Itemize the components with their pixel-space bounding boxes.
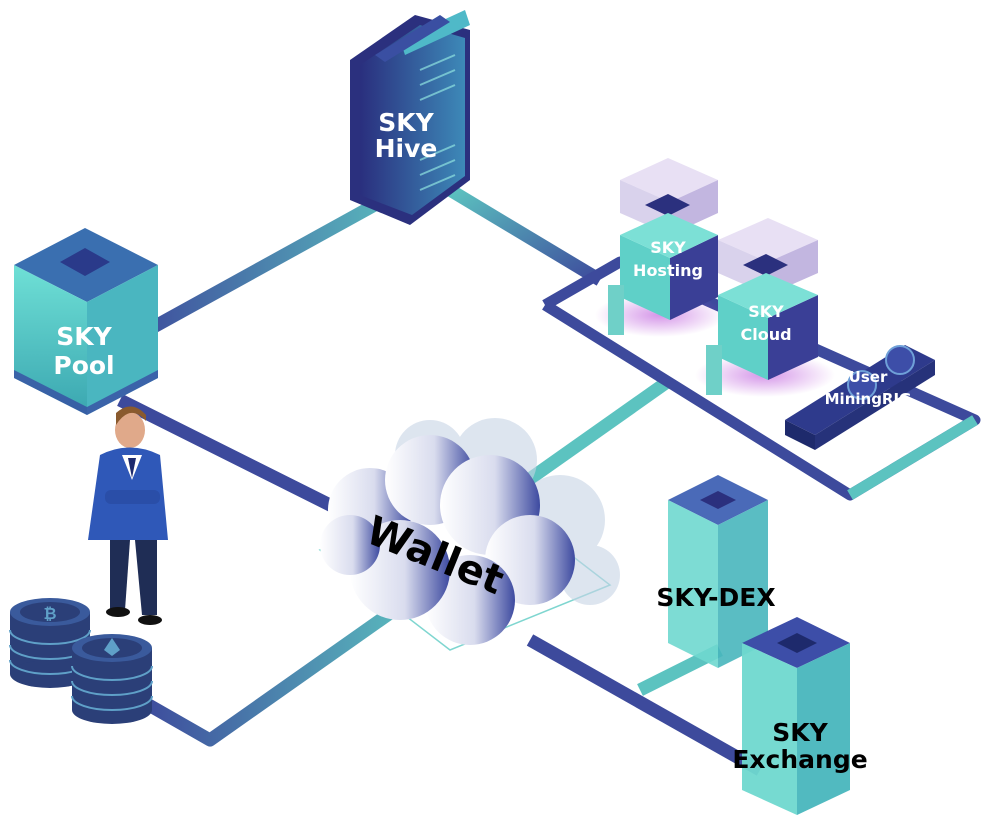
pool-label-line1: SKY bbox=[56, 322, 112, 351]
sky-hosting-box: SKY Hosting bbox=[595, 158, 725, 337]
sky-pool-cube: SKY Pool bbox=[14, 228, 158, 415]
bitcoin-coin-stack-icon: ₿ bbox=[9, 598, 91, 688]
mining-rig-card: User MiningRIG bbox=[785, 345, 935, 450]
cloud-label-line2: Cloud bbox=[740, 325, 791, 344]
link-hive-hosting bbox=[446, 184, 604, 286]
ethereum-coin-stack-icon bbox=[71, 634, 153, 724]
hosting-label-line2: Hosting bbox=[633, 261, 703, 280]
hosting-label-line1: SKY bbox=[650, 238, 686, 257]
hive-label-line2: Hive bbox=[375, 134, 438, 163]
rig-label-line1: User bbox=[849, 368, 888, 386]
link-coins-wallet bbox=[136, 579, 434, 747]
businessman-figure bbox=[88, 406, 168, 625]
wallet-cloud: Wallet bbox=[318, 418, 620, 651]
sky-dex-tower: SKY-DEX bbox=[656, 475, 776, 668]
link-wallet-exchange bbox=[526, 634, 764, 776]
rig-label-line2: MiningRIG bbox=[825, 390, 912, 408]
cloud-label-line1: SKY bbox=[748, 302, 784, 321]
sky-exchange-tower: SKY Exchange bbox=[732, 617, 868, 815]
svg-text:₿: ₿ bbox=[43, 604, 56, 623]
exchange-label-line1: SKY bbox=[772, 718, 828, 747]
coin-stacks: ₿ bbox=[9, 598, 153, 724]
sky-hive-server: SKY Hive bbox=[350, 10, 470, 225]
exchange-label-line2: Exchange bbox=[732, 745, 867, 774]
hive-label-line1: SKY bbox=[378, 108, 434, 137]
pool-label-line2: Pool bbox=[53, 351, 114, 380]
sky-cloud-box: SKY Cloud bbox=[695, 218, 835, 397]
dex-label: SKY-DEX bbox=[656, 583, 775, 612]
link-rig-loop-teal bbox=[847, 415, 978, 500]
